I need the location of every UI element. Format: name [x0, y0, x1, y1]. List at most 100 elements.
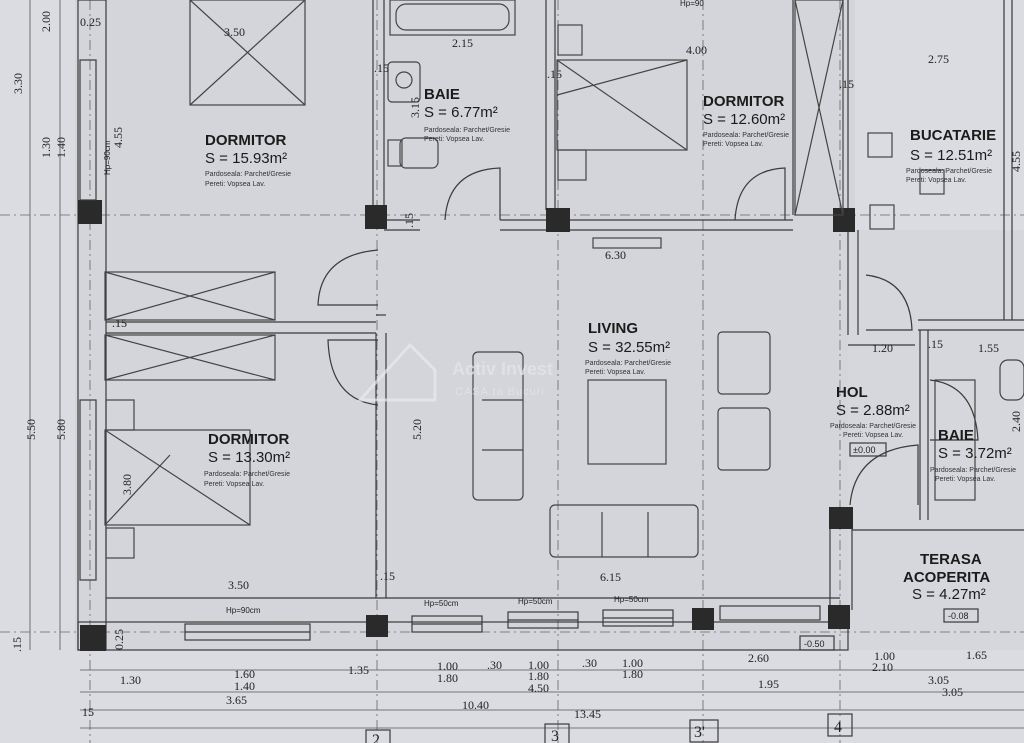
dim: 1.00: [437, 659, 458, 673]
room-walls: Pereti: Vopsea Lav.: [424, 136, 484, 143]
dim: .15: [547, 67, 562, 81]
room-name: BUCATARIE: [910, 127, 996, 144]
bottom-dimensions: 1.30 1.60 1.35 1.00 .30 1.00 .30 1.00 2.…: [80, 648, 1024, 729]
level-exterior-value: -0.50: [804, 639, 825, 649]
axis-4-label: 4: [834, 719, 842, 736]
dim: 1.65: [966, 648, 987, 662]
watermark-name: Activ Invest: [452, 359, 553, 379]
dim: 1.00: [528, 658, 549, 672]
dim: Hp=90: [680, 0, 704, 8]
windows: [79, 59, 821, 641]
room-floor: Pardoseala: Parchet/Gresie: [906, 168, 992, 175]
hp-left: Hp=90cm: [103, 140, 112, 175]
dim: 13.45: [574, 707, 601, 721]
dim: 0.25: [80, 15, 101, 29]
dim: 4.55: [111, 127, 125, 148]
dim: .15: [380, 569, 395, 583]
axis-box: [689, 719, 719, 743]
left-dimensions: 3.30 5.50 2.00 1.30 1.40 5.80 4.55 .15 0…: [10, 0, 126, 652]
dim: 1.35: [348, 663, 369, 677]
room-floor: Pardoseala: Parchet/Gresie: [703, 132, 789, 139]
hp-bottom-left: Hp=90cm: [226, 606, 261, 615]
level-hol: ±0.00: [853, 445, 875, 455]
room-living: LIVING S = 32.55m² Pardoseala: Parchet/G…: [585, 320, 671, 376]
dim: 3.15: [408, 97, 422, 118]
room-walls: Pereti: Vopsea Lav.: [703, 141, 763, 148]
dim: 2.00: [39, 11, 53, 32]
axis-box: [365, 729, 391, 743]
dim: 3.30: [11, 73, 25, 94]
interior-floor: [75, 0, 855, 650]
dim: 1.60: [234, 667, 255, 681]
dim: 1.95: [758, 677, 779, 691]
dim: 1.00: [874, 649, 895, 663]
axis-2-label: 2: [372, 732, 380, 743]
room-area: S = 12.51m²: [910, 147, 992, 164]
room-area: S = 2.88m²: [836, 402, 910, 419]
level-exterior: -0.50: [799, 635, 835, 651]
window-heights: Hp=90cm Hp=90cm Hp=50cm Hp=50cm Hp=50cm: [103, 140, 649, 615]
dim: 4.00: [686, 43, 707, 57]
dim: 2.60: [748, 651, 769, 665]
axis-markers: 2 3 3' 4: [365, 713, 853, 743]
room-walls: Pereti: Vopsea Lav.: [935, 476, 995, 483]
dim: 1.00: [622, 656, 643, 670]
dim: 6.15: [600, 570, 621, 584]
dim: 15: [82, 705, 94, 719]
axis-box: [827, 713, 853, 737]
dim: 1.80: [622, 667, 643, 681]
room-dormitor-left: DORMITOR S = 13.30m² Pardoseala: Parchet…: [204, 431, 290, 488]
dim: 3.05: [928, 673, 949, 687]
outer-walls: [77, 0, 1013, 651]
room-area: S = 3.72m²: [938, 445, 1012, 462]
room-floor: Pardoseala: Parchet/Gresie: [204, 471, 290, 478]
room-terasa: TERASA ACOPERITA S = 4.27m² -0.08: [903, 551, 990, 623]
room-floor: Pardoseala: Parchet/Gresie: [930, 467, 1016, 474]
room-name: DORMITOR: [205, 132, 287, 149]
room-floor: Pardoseala: Parchet/Gresie: [585, 360, 671, 367]
room-name: DORMITOR: [208, 431, 290, 448]
dim: 6.30: [605, 248, 626, 262]
room-floor: Pardoseala: Parchet/Gresie: [830, 423, 916, 430]
dim: 2.10: [872, 660, 893, 674]
columns: [78, 200, 855, 651]
room-dormitor-top-left: DORMITOR S = 15.93m² Pardoseala: Parchet…: [205, 132, 291, 188]
room-hol: HOL S = 2.88m² Pardoseala: Parchet/Gresi…: [830, 384, 916, 457]
room-name: BAIE: [938, 427, 974, 444]
dim: 1.80: [528, 669, 549, 683]
dim: 2.15: [452, 36, 473, 50]
dim: .15: [839, 77, 854, 91]
room-name: LIVING: [588, 320, 638, 337]
room-area: S = 15.93m²: [205, 150, 287, 167]
room-floor: Pardoseala: Parchet/Gresie: [424, 127, 510, 134]
room-floor: Pardoseala: Parchet/Gresie: [205, 171, 291, 178]
level-terasa: -0.08: [948, 611, 969, 621]
room-walls: Pereti: Vopsea Lav.: [205, 181, 265, 188]
room-baie-right: BAIE S = 3.72m² Pardoseala: Parchet/Gres…: [930, 427, 1016, 483]
house-logo-icon: [356, 342, 437, 402]
room-area: S = 12.60m²: [703, 111, 785, 128]
interior-dimensions: 0.25 3.50 2.15 4.00 2.75 Hp=90 .15 .15 .…: [80, 0, 1023, 592]
room-name-line2: ACOPERITA: [903, 569, 990, 586]
axis-box: [544, 723, 570, 743]
dim: .15: [112, 316, 127, 330]
dim: 4.55: [1009, 151, 1023, 172]
dim: .15: [402, 213, 416, 228]
dim: 1.80: [437, 671, 458, 685]
room-walls: Pereti: Vopsea Lav.: [843, 432, 903, 439]
room-name: HOL: [836, 384, 868, 401]
dim: 3.50: [228, 578, 249, 592]
furniture: [104, 0, 1024, 559]
axis-3p-label: 3': [694, 724, 705, 741]
dim: 1.40: [54, 137, 68, 158]
dim: 1.30: [39, 137, 53, 158]
dim: 3.80: [120, 474, 134, 495]
dim: .15: [374, 61, 389, 75]
level-box: [849, 442, 887, 457]
room-name-line1: TERASA: [920, 551, 982, 568]
dim: 5.50: [24, 419, 38, 440]
hp-w1: Hp=50cm: [424, 599, 459, 608]
dim: 3.50: [224, 25, 245, 39]
